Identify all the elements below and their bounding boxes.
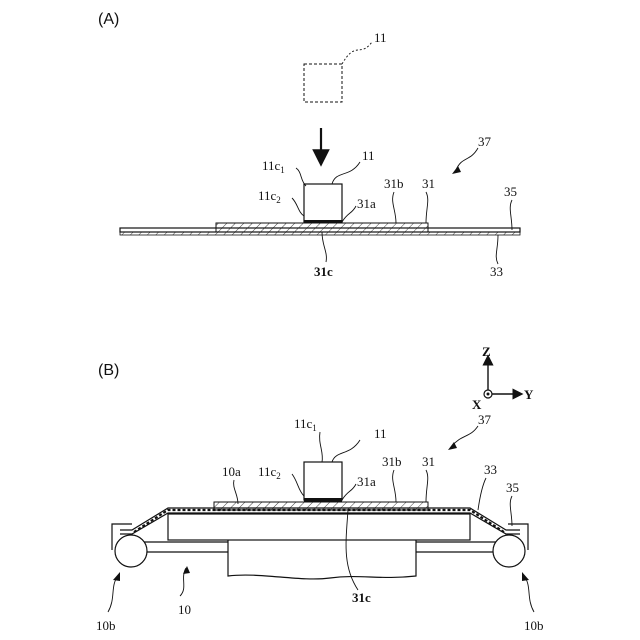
label-37: 37 (478, 134, 492, 149)
label-10b-right: 10b (524, 618, 544, 633)
roller-right (493, 535, 525, 567)
label-35: 35 (504, 184, 517, 199)
axis-y-label: Y (524, 387, 534, 402)
film-31 (216, 223, 428, 232)
stage-lower-body (228, 540, 416, 579)
label-31b: 31b (384, 176, 404, 191)
x-axis-dot (487, 393, 490, 396)
leader-11c2 (292, 198, 304, 216)
panel-b: (B) Z Y X (96, 344, 544, 633)
leader-31c (322, 232, 326, 262)
leader-11c2-b (292, 474, 304, 496)
leader-37 (456, 148, 478, 170)
label-11c1-b: 11c1 (294, 416, 317, 433)
label-37-b: 37 (478, 412, 492, 427)
label-35-b: 35 (506, 480, 519, 495)
leader-10b-left (108, 576, 118, 612)
leader-10b-right (524, 576, 534, 612)
axis-x-label: X (472, 397, 482, 412)
leader-10a (234, 480, 238, 504)
label-33-b: 33 (484, 462, 497, 477)
film-31-b (214, 502, 428, 510)
label-33: 33 (490, 264, 503, 279)
stage-10 (168, 514, 470, 540)
label-31a-b: 31a (357, 474, 376, 489)
label-31a: 31a (357, 196, 376, 211)
leader-37-arrowhead (452, 166, 461, 174)
label-chip-top: 11 (374, 30, 387, 45)
label-10: 10 (178, 602, 191, 617)
leader-10-arrowhead (183, 566, 190, 574)
leader-35-b (510, 496, 512, 526)
leader-chip (332, 162, 360, 184)
label-31c-b: 31c (352, 590, 371, 605)
leader-31-b (426, 470, 428, 502)
roller-left (115, 535, 147, 567)
label-chip-b: 11 (374, 426, 387, 441)
leader-31 (426, 192, 428, 223)
leader-chip-top (342, 42, 372, 64)
leader-37-b (452, 426, 478, 446)
label-10b-left: 10b (96, 618, 116, 633)
panel-a: (A) 11 11 11c1 11c2 31a 31b 31 37 (98, 11, 520, 279)
label-11c2: 11c2 (258, 188, 281, 205)
leader-37-b-arrowhead (448, 442, 457, 450)
leader-11c1 (296, 168, 306, 186)
label-31c: 31c (314, 264, 333, 279)
label-31: 31 (422, 176, 435, 191)
leader-31b-b (393, 470, 396, 502)
leader-35 (510, 200, 512, 230)
leader-11c1-b (320, 432, 323, 462)
label-11c1: 11c1 (262, 158, 285, 175)
label-31-b: 31 (422, 454, 435, 469)
axis-z-label: Z (482, 344, 491, 359)
label-chip: 11 (362, 148, 375, 163)
adhesive-31a-b (304, 498, 342, 502)
leader-31a-b (342, 484, 356, 500)
leader-10b-left-arrowhead (113, 572, 120, 581)
leader-10b-right-arrowhead (522, 572, 529, 581)
label-11c2-b: 11c2 (258, 464, 281, 481)
chip-outline-dashed (304, 64, 342, 102)
panel-a-label: (A) (98, 11, 119, 28)
panel-b-label: (B) (98, 362, 119, 379)
label-31b-b: 31b (382, 454, 402, 469)
chip-11 (304, 184, 342, 222)
leader-31a (342, 206, 356, 222)
chip-11-b (304, 462, 342, 500)
leader-33-b (478, 478, 486, 510)
leader-chip-b (332, 440, 360, 462)
label-10a: 10a (222, 464, 241, 479)
adhesive-31a (304, 220, 342, 223)
leader-31b (393, 192, 396, 223)
axes-indicator: Z Y X (472, 344, 534, 412)
leader-33 (496, 235, 498, 264)
